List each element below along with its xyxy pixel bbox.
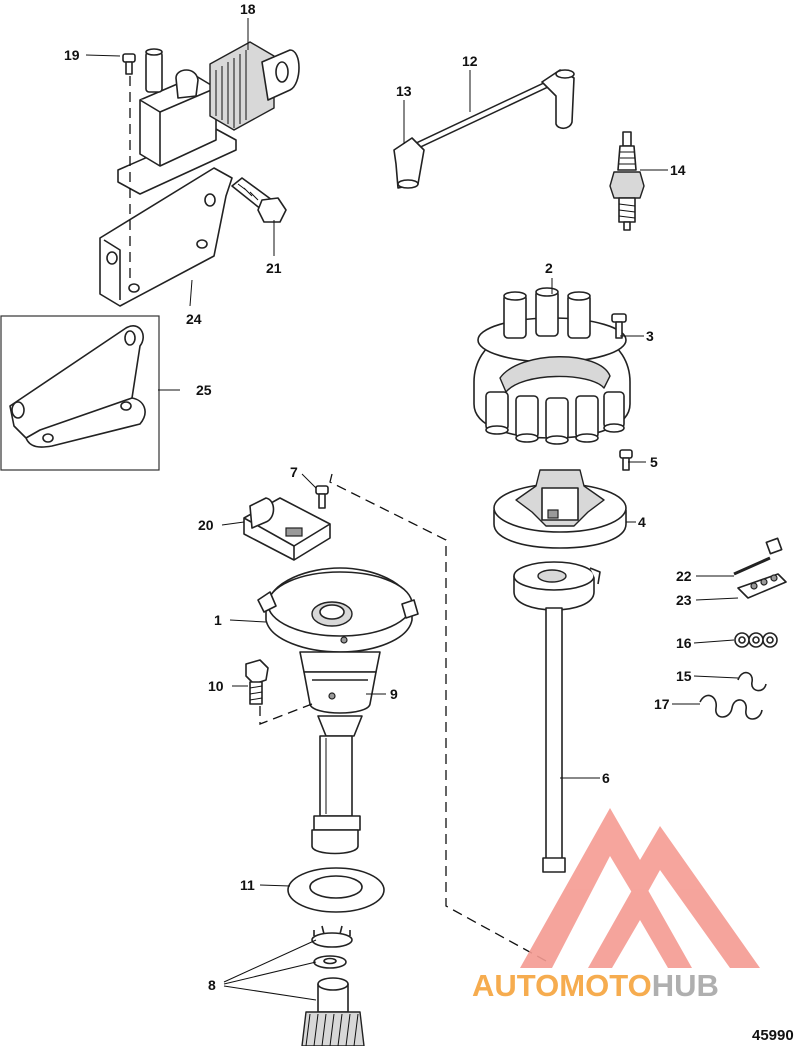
wire-separator-2 [737, 671, 767, 692]
svg-text:AUTOMOTOHUB: AUTOMOTOHUB [472, 968, 719, 1003]
callout-labels: 1 2 3 4 5 6 7 8 9 10 11 12 13 14 15 16 1… [64, 1, 692, 993]
coil-bracket [99, 167, 233, 307]
cap-screw [611, 313, 627, 339]
callout-4: 4 [638, 514, 646, 530]
alternate-bracket-box [0, 315, 160, 471]
drive-gear [301, 977, 365, 1046]
wire-separator-block [737, 573, 787, 599]
watermark-logo-mark [520, 808, 760, 968]
automotohub-watermark: AUTOMOTOHUB [472, 808, 760, 1003]
callout-1: 1 [214, 612, 222, 628]
callout-13: 13 [396, 83, 412, 99]
callout-23: 23 [676, 592, 692, 608]
alternate-coil-bracket [9, 325, 146, 448]
callout-11: 11 [240, 877, 255, 893]
connector-pin [733, 537, 783, 576]
callout-18: 18 [240, 1, 256, 17]
callout-20: 20 [198, 517, 214, 533]
rotor-screw [619, 449, 633, 471]
watermark-brand-part1: AUTOMOTO [472, 968, 652, 1003]
distributor-housing [257, 567, 419, 855]
wire-separator-5 [699, 694, 763, 720]
pickup-sensor [243, 497, 331, 561]
callout-2: 2 [545, 260, 553, 276]
coil-module [209, 41, 275, 131]
ignition-coil-assembly [99, 41, 300, 307]
thrust-washer [287, 867, 385, 913]
spark-plug [609, 131, 645, 231]
callout-12: 12 [462, 53, 478, 69]
callout-6: 6 [602, 770, 610, 786]
callout-16: 16 [676, 635, 692, 651]
callout-21: 21 [266, 260, 282, 276]
callout-3: 3 [646, 328, 654, 344]
callout-14: 14 [670, 162, 686, 178]
distributor-boot [541, 69, 575, 130]
distributor-shaft [513, 561, 601, 873]
callout-7: 7 [290, 464, 298, 480]
coil-screw [122, 53, 136, 75]
spark-plug-wire [393, 69, 575, 189]
callout-5: 5 [650, 454, 658, 470]
distributor-rotor [493, 469, 627, 549]
bracket-bolt [231, 177, 287, 223]
alignment-line [329, 473, 549, 963]
watermark-brand-part2: HUB [652, 968, 719, 1003]
callout-9: 9 [390, 686, 398, 702]
retainer-clip [311, 925, 353, 948]
callout-19: 19 [64, 47, 80, 63]
callout-10: 10 [208, 678, 224, 694]
callout-25: 25 [196, 382, 212, 398]
sensor-screw [315, 485, 329, 509]
callout-15: 15 [676, 668, 692, 684]
callout-17: 17 [654, 696, 670, 712]
callout-22: 22 [676, 568, 692, 584]
distributor-cap [473, 287, 631, 445]
callout-8: 8 [208, 977, 216, 993]
gear-washer [313, 955, 347, 969]
housing-bolt [245, 659, 269, 705]
leader-lines [85, 18, 739, 1001]
wire-separator-3 [734, 632, 778, 648]
reference-number: 45990 [752, 1027, 794, 1044]
callout-24: 24 [186, 311, 202, 327]
